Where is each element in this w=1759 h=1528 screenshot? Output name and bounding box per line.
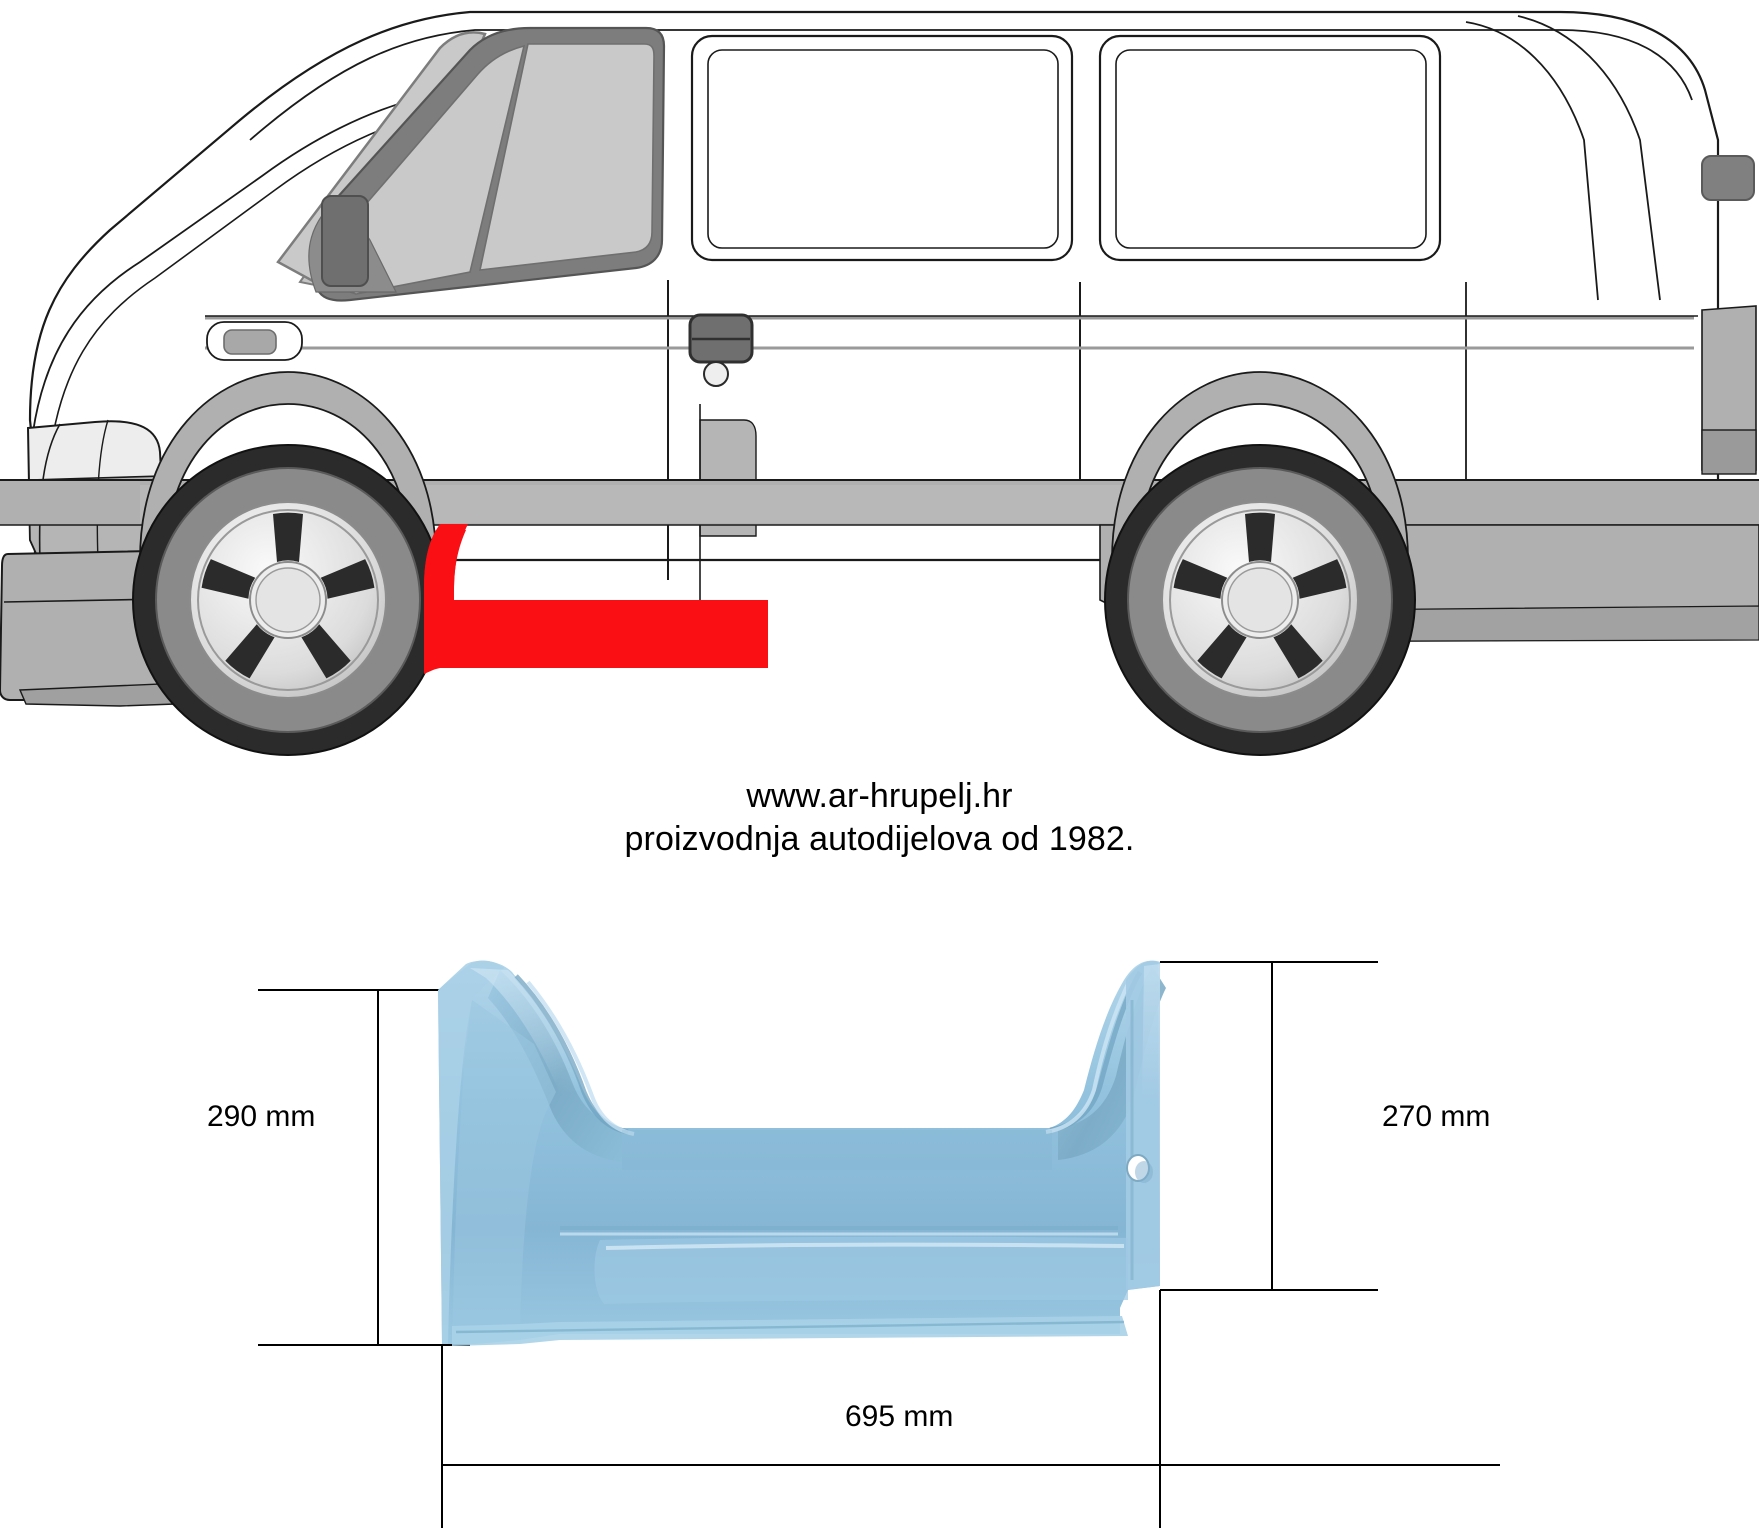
rear-pillar-line-a [1465, 21, 1599, 301]
rear-rim-lip [1169, 509, 1351, 691]
front-rim-spokes [201, 512, 375, 679]
sill-panel-left-edge [438, 960, 504, 1344]
sill-panel-left-step [452, 1000, 556, 1340]
dimension-label-right-height: 270 mm [1382, 1100, 1491, 1133]
rear-window-back-inner [1115, 49, 1427, 249]
rear-window-mid-inner [707, 49, 1059, 249]
tail-light [1701, 155, 1755, 201]
dimension-label-left-height: 290 mm [207, 1100, 316, 1133]
rear-hub-cap-inner [1227, 567, 1293, 633]
front-hub-cap-inner [255, 567, 321, 633]
sill-panel-right-sheen [1142, 964, 1160, 1100]
dimension-label-width: 695 mm [845, 1400, 954, 1433]
front-rim-lip [197, 509, 379, 691]
beltline-molding [205, 316, 1694, 350]
rear-rim-spokes [1173, 512, 1347, 679]
door-keyhole [703, 361, 729, 387]
roof-edge-line [249, 29, 1693, 141]
highlighted-sill-shape [424, 524, 768, 674]
sill-panel-left-crease-hi [526, 980, 635, 1136]
sill-panel-mid-shade [622, 1130, 1052, 1170]
dimension-lines [258, 961, 1500, 1528]
sill-panel-top-sheen [470, 968, 582, 1094]
rear-corner-panel-lower [1701, 429, 1757, 475]
sill-panel-swage [594, 1236, 1128, 1304]
drain-hole-shadow [1135, 1161, 1153, 1183]
sill-panel-bottom-lip-line [455, 1320, 1125, 1334]
side-mirror [321, 195, 369, 287]
headlight-inner-curve [38, 423, 61, 563]
sill-panel-swage-hi [605, 1242, 1125, 1250]
rear-pillar-line-b [1517, 15, 1661, 301]
door-window-glass-rear [478, 43, 655, 271]
sill-panel-right-crease-hi [1045, 979, 1132, 1134]
sill-panel-part [438, 960, 1166, 1346]
van-body-group [0, 10, 1759, 756]
side-repeater-lamp [223, 329, 277, 355]
